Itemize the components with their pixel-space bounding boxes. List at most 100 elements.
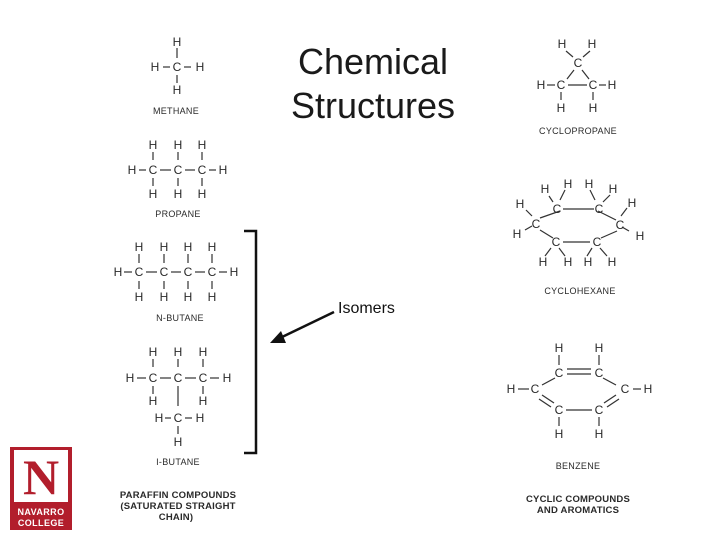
cyclohexane-structure (524, 189, 630, 257)
atom-c: C (593, 235, 602, 249)
atom-c: C (595, 403, 604, 417)
benzene-caption: BENZENE (556, 461, 601, 471)
i-butane-structure (137, 359, 219, 434)
logo-letter: N (14, 450, 68, 504)
paraffin-caption-line-3: CHAIN) (159, 512, 193, 523)
cyclopropane-atoms: H H C H C C H H H (537, 37, 617, 115)
logo-line-1: NAVARRO (17, 507, 65, 517)
atom-c: C (557, 78, 566, 92)
cyclopropane-caption: CYCLOPROPANE (539, 126, 617, 136)
atom-h: H (160, 290, 169, 304)
isomers-arrow (270, 310, 335, 343)
navarro-college-logo: N NAVARRO COLLEGE (10, 447, 72, 530)
atom-h: H (184, 240, 193, 254)
atom-h: H (628, 196, 637, 210)
atom-h: H (199, 345, 208, 359)
isomers-bracket (244, 229, 258, 455)
atom-h: H (174, 435, 183, 449)
atom-h: H (128, 163, 137, 177)
atom-h: H (199, 394, 208, 408)
atom-h: H (564, 255, 573, 269)
atom-c: C (621, 382, 630, 396)
atom-h: H (149, 394, 158, 408)
atom-h: H (507, 382, 516, 396)
atom-h: H (126, 371, 135, 385)
cyclic-caption: CYCLIC COMPOUNDS AND AROMATICS (526, 494, 630, 516)
atom-h: H (160, 240, 169, 254)
atom-c: C (174, 163, 183, 177)
cyclic-caption-line-2: AND AROMATICS (537, 505, 619, 516)
methane-caption: METHANE (153, 106, 199, 116)
propane-structure (139, 152, 216, 186)
atom-h: H (149, 138, 158, 152)
atom-h: H (513, 227, 522, 241)
atom-h: H (588, 37, 597, 51)
atom-h: H (584, 255, 593, 269)
atom-c: C (199, 371, 208, 385)
atom-h: H (223, 371, 232, 385)
atom-h: H (173, 83, 182, 97)
atom-c: C (174, 411, 183, 425)
atom-h: H (196, 411, 205, 425)
atom-h: H (173, 35, 182, 49)
atom-h: H (135, 240, 144, 254)
cyclohexane-caption: CYCLOHEXANE (544, 286, 615, 296)
atom-h: H (557, 101, 566, 115)
atom-h: H (174, 345, 183, 359)
atom-h: H (585, 177, 594, 191)
methane-atoms: H H C H H (151, 35, 205, 97)
atom-c: C (553, 202, 562, 216)
atom-h: H (135, 290, 144, 304)
atom-h: H (564, 177, 573, 191)
cyclohexane-atoms: H H H H C C H H C C H H C C H H H H (513, 177, 645, 269)
atom-c: C (555, 366, 564, 380)
atom-c: C (208, 265, 217, 279)
atom-h: H (230, 265, 239, 279)
title-line-1: Chemical (297, 41, 449, 82)
atom-h: H (208, 290, 217, 304)
atom-h: H (196, 60, 205, 74)
atom-h: H (537, 78, 546, 92)
atom-c: C (184, 265, 193, 279)
atom-c: C (532, 217, 541, 231)
atom-h: H (219, 163, 228, 177)
atom-h: H (636, 229, 645, 243)
atom-h: H (589, 101, 598, 115)
atom-c: C (552, 235, 561, 249)
atom-c: C (574, 56, 583, 70)
methane-structure (163, 48, 191, 83)
atom-c: C (149, 371, 158, 385)
atom-h: H (114, 265, 123, 279)
title-line-2: Structures (290, 85, 456, 126)
atom-h: H (555, 341, 564, 355)
paraffin-caption-line-2: (SATURATED STRAIGHT (120, 501, 235, 512)
benzene-structure (518, 355, 641, 426)
atom-h: H (595, 341, 604, 355)
atom-c: C (595, 366, 604, 380)
isomers-label: Isomers (338, 300, 395, 317)
n-butane-atoms: H H H H H C C C C H H H H H (114, 240, 239, 304)
atom-h: H (174, 138, 183, 152)
benzene-atoms: H H C C H C C H C C H H (507, 341, 653, 441)
i-butane-atoms: H H H H C C C H H H H C H H (126, 345, 232, 449)
atom-c: C (173, 60, 182, 74)
atom-h: H (184, 290, 193, 304)
atom-h: H (541, 182, 550, 196)
propane-atoms: H H H H C C C H H H H (128, 138, 228, 201)
atom-c: C (174, 371, 183, 385)
atom-h: H (595, 427, 604, 441)
atom-h: H (608, 255, 617, 269)
atom-h: H (608, 78, 617, 92)
logo-line-2: COLLEGE (17, 518, 65, 528)
atom-h: H (149, 345, 158, 359)
atom-c: C (198, 163, 207, 177)
atom-h: H (208, 240, 217, 254)
atom-c: C (149, 163, 158, 177)
atom-h: H (539, 255, 548, 269)
atom-h: H (516, 197, 525, 211)
atom-c: C (555, 403, 564, 417)
atom-c: C (160, 265, 169, 279)
cyclic-caption-line-1: CYCLIC COMPOUNDS (526, 494, 630, 505)
n-butane-caption: N-BUTANE (156, 313, 204, 323)
atom-h: H (555, 427, 564, 441)
